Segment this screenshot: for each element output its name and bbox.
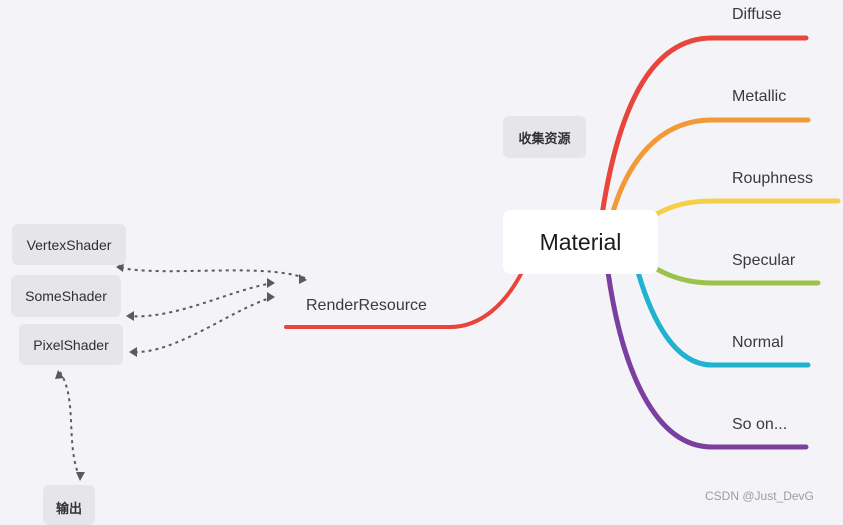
floating-topic-collect-label: 收集资源 xyxy=(518,130,571,146)
branch-line-normal xyxy=(635,269,811,368)
arrow-output-start xyxy=(55,370,64,379)
central-node-label: Material xyxy=(539,228,622,255)
arrow-pixel-end xyxy=(129,347,137,357)
floating-topic-someshader[interactable]: SomeShader xyxy=(11,275,121,317)
output-label: 输出 xyxy=(55,501,82,516)
arrow-some-end xyxy=(126,311,134,321)
vertexshader-label: VertexShader xyxy=(26,236,112,253)
branch-line-renderresource xyxy=(284,270,524,329)
branch-label-renderresource[interactable]: RenderResource xyxy=(306,297,427,314)
branch-line-metallic xyxy=(609,117,811,218)
someshader-label: SomeShader xyxy=(25,288,107,304)
arrow-pixel-start xyxy=(267,292,275,302)
arrow-output-end xyxy=(76,472,85,481)
floating-topic-output[interactable]: 输出 xyxy=(43,485,95,525)
branch-line-diffuse xyxy=(599,35,809,218)
pixelshader-label: PixelShader xyxy=(33,336,109,353)
connector-vertex xyxy=(117,266,306,279)
floating-topic-vertexshader[interactable]: VertexShader xyxy=(12,224,126,265)
floating-topic-collect-resources[interactable]: 收集资源 xyxy=(503,116,586,158)
branch-label-specular[interactable]: Specular xyxy=(732,252,796,269)
arrowheads xyxy=(55,262,307,481)
central-node-material[interactable]: Material xyxy=(503,210,658,274)
branch-line-so-on xyxy=(605,269,809,450)
branch-label-normal[interactable]: Normal xyxy=(732,334,784,351)
branch-line-rouphness xyxy=(652,198,841,218)
watermark: CSDN @Just_DevG xyxy=(705,489,814,503)
connector-pixel xyxy=(130,296,274,354)
branch-label-so-on[interactable]: So on... xyxy=(732,416,788,433)
arrow-some-start xyxy=(267,278,275,288)
floating-topic-pixelshader[interactable]: PixelShader xyxy=(19,324,123,365)
mind-map-canvas xyxy=(55,35,841,481)
connector-output xyxy=(59,371,81,479)
branch-label-rouphness[interactable]: Rouphness xyxy=(732,170,813,187)
branch-line-specular xyxy=(652,265,821,286)
dashed-connectors xyxy=(59,266,306,479)
arrow-vertex-start xyxy=(299,274,307,284)
connector-some xyxy=(127,282,274,318)
branch-label-metallic[interactable]: Metallic xyxy=(732,88,787,105)
branch-label-diffuse[interactable]: Diffuse xyxy=(732,6,782,23)
